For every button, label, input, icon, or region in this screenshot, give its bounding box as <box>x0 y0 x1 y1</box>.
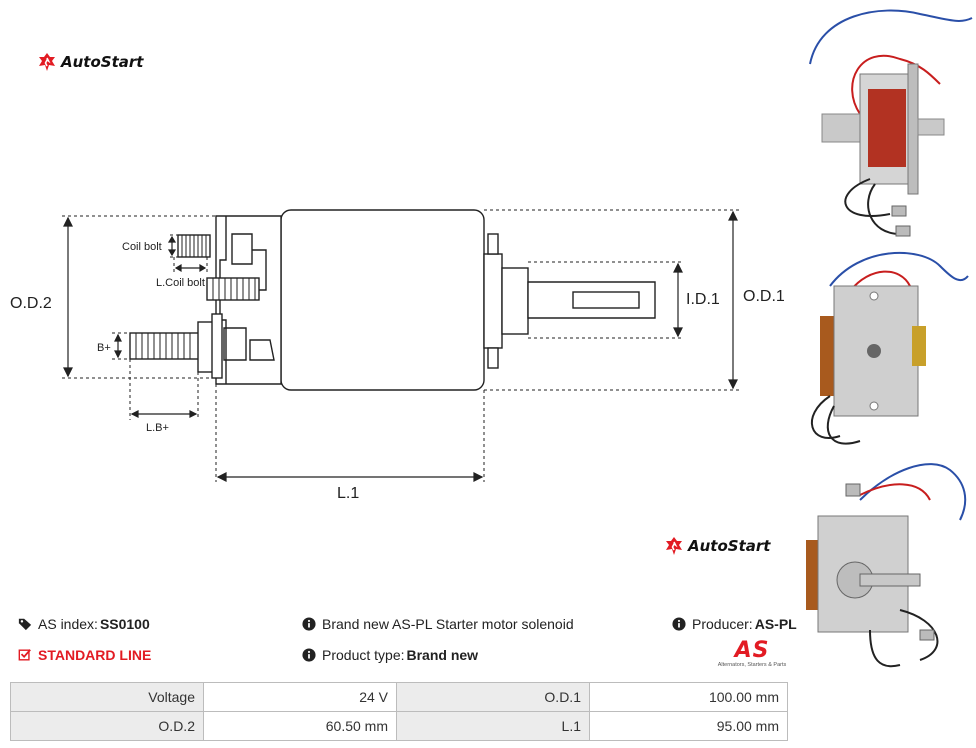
product-photo-back <box>800 246 976 458</box>
spec-label: L.1 <box>396 711 590 741</box>
spec-value: 60.50 mm <box>203 711 397 741</box>
as-pl-logo-caption: Alternators, Starters & Parts <box>717 662 787 668</box>
label-od2: O.D.2 <box>10 295 52 312</box>
autostart-logo-middle: AutoStart <box>664 536 770 556</box>
as-index-row: AS index: SS0100 <box>18 616 150 632</box>
info-circle-icon <box>302 617 316 631</box>
info-circle-icon <box>672 617 686 631</box>
as-index-label: AS index: <box>38 616 98 632</box>
solenoid-body <box>280 209 485 391</box>
product-photo-side <box>800 4 976 240</box>
label-coil-bolt: Coil bolt <box>122 241 162 253</box>
logo-text: AutoStart <box>688 537 771 555</box>
spec-label: Voltage <box>10 682 204 712</box>
standard-line-row: STANDARD LINE <box>18 647 151 663</box>
table-row: O.D.2 60.50 mm L.1 95.00 mm <box>10 711 788 741</box>
product-type-label: Product type: <box>322 647 405 663</box>
as-index-value: SS0100 <box>99 616 150 632</box>
spec-value: 24 V <box>203 682 397 712</box>
autostart-logo-top: AutoStart <box>37 52 143 72</box>
label-b-plus: B+ <box>97 342 111 354</box>
spec-value: 95.00 mm <box>589 711 788 741</box>
solenoid-technical-drawing: Coil bolt L.Coil bolt B+ L.B+ O.D.2 O.D.… <box>10 209 785 502</box>
producer-value: AS-PL <box>754 616 797 632</box>
label-l1: L.1 <box>337 485 359 502</box>
producer-row: Producer: AS-PL <box>672 616 797 632</box>
label-id1: I.D.1 <box>686 291 720 308</box>
info-circle-icon <box>302 648 316 662</box>
label-l-b-plus: L.B+ <box>146 422 169 434</box>
standard-line-label: STANDARD LINE <box>38 647 152 663</box>
as-pl-logo-text: AS <box>734 638 770 663</box>
spec-value: 100.00 mm <box>589 682 788 712</box>
table-row: Voltage 24 V O.D.1 100.00 mm <box>10 682 788 712</box>
product-type-value: Brand new <box>406 647 479 663</box>
as-pl-logo: AS Alternators, Starters & Parts <box>712 638 792 669</box>
product-description: Brand new AS-PL Starter motor solenoid <box>322 616 574 632</box>
label-l-coil-bolt: L.Coil bolt <box>156 277 205 289</box>
tag-icon <box>18 618 32 631</box>
autostart-logo-icon <box>39 53 55 71</box>
label-od1: O.D.1 <box>743 288 785 305</box>
spec-label: O.D.2 <box>10 711 204 741</box>
product-photo-front <box>800 460 976 670</box>
checkbox-icon <box>18 649 31 661</box>
logo-text: AutoStart <box>61 53 144 71</box>
spec-label: O.D.1 <box>396 682 590 712</box>
autostart-logo-icon <box>666 537 682 555</box>
spec-table: Voltage 24 V O.D.1 100.00 mm O.D.2 60.50… <box>10 682 788 741</box>
producer-label: Producer: <box>692 616 753 632</box>
description-row: Brand new AS-PL Starter motor solenoid <box>302 616 574 632</box>
product-type-row: Product type: Brand new <box>302 647 478 663</box>
